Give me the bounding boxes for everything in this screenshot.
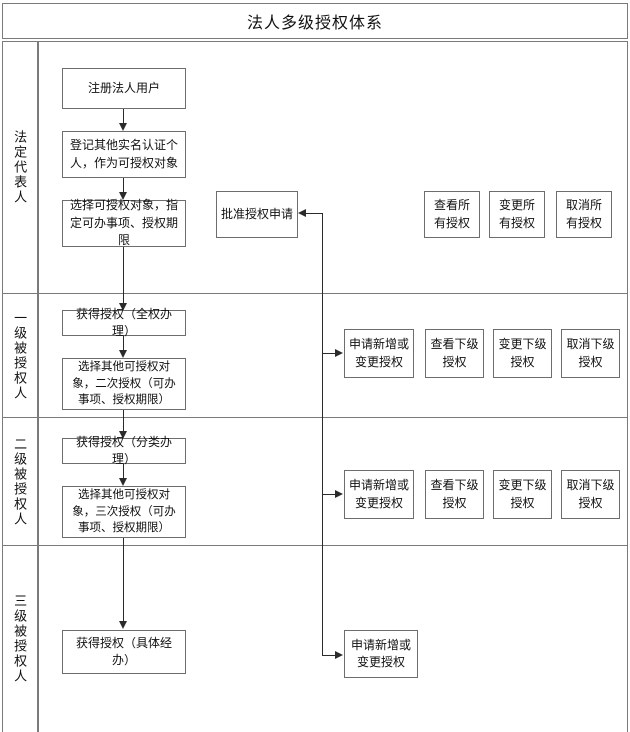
- action-label: 申请新增或变更授权: [350, 637, 411, 669]
- action-label: 变更下级授权: [498, 478, 547, 510]
- action-label: 申请新增或变更授权: [349, 478, 410, 510]
- node-label: 获得授权（分类办理）: [75, 434, 172, 466]
- connector-arrow-r2-1: [119, 350, 127, 358]
- column-divider-row3: [37, 417, 39, 546]
- action-cancel-sub-authorizations-row2[interactable]: 取消下级授权: [561, 329, 620, 378]
- connector-arrow-row3: [335, 490, 343, 498]
- node-register-verified-individual[interactable]: 登记其他实名认证个人，作为可授权对象: [62, 131, 186, 178]
- action-view-sub-authorizations-row2[interactable]: 查看下级授权: [425, 329, 484, 378]
- action-label: 取消下级授权: [566, 337, 615, 369]
- action-cancel-all-authorizations[interactable]: 取消所有授权: [556, 191, 612, 238]
- node-granted-full-authority[interactable]: 获得授权（全权办理）: [62, 307, 186, 338]
- connector-line-r2-to-r3: [123, 410, 125, 434]
- column-divider-row2: [37, 293, 39, 418]
- connector-branch-row2: [322, 353, 336, 355]
- node-label: 注册法人用户: [87, 80, 160, 95]
- node-second-level-delegation[interactable]: 选择其他可授权对象，二次授权（可办事项、授权期限）: [62, 358, 186, 410]
- role-label-text: 三级被授权人: [12, 594, 28, 684]
- action-apply-new-or-modify-authorization-row2[interactable]: 申请新增或变更授权: [344, 329, 414, 378]
- role-label-level-3: 三级被授权人: [2, 545, 37, 732]
- connector-arrow-r3-1: [119, 478, 127, 486]
- connector-arrow-to-approve: [298, 209, 306, 217]
- node-label: 获得授权（具体经办）: [75, 635, 172, 667]
- connector-arrow-r1-1: [119, 123, 127, 131]
- action-modify-sub-authorizations-row2[interactable]: 变更下级授权: [493, 329, 552, 378]
- node-third-level-delegation[interactable]: 选择其他可授权对象，三次授权（可办事项、授权期限）: [62, 486, 186, 538]
- role-label-legal-representative: 法定代表人: [2, 41, 37, 294]
- column-divider-row1: [37, 41, 39, 294]
- connector-branch-row4: [322, 655, 336, 657]
- node-approve-authorization-request[interactable]: 批准授权申请: [216, 191, 298, 238]
- action-modify-all-authorizations[interactable]: 变更所有授权: [489, 191, 545, 238]
- connector-arrow-r1-to-r2: [119, 303, 127, 311]
- role-label-text: 法定代表人: [12, 130, 28, 205]
- connector-spine-top-horizontal: [306, 213, 323, 215]
- node-label: 选择其他可授权对象，三次授权（可办事项、授权期限）: [72, 489, 176, 535]
- connector-branch-row3: [322, 494, 336, 496]
- action-label: 取消所有授权: [565, 198, 602, 230]
- action-cancel-sub-authorizations-row3[interactable]: 取消下级授权: [561, 470, 620, 519]
- connector-line-r1-2: [123, 178, 125, 195]
- action-apply-new-or-modify-authorization-row4[interactable]: 申请新增或变更授权: [344, 630, 418, 678]
- column-divider-row4: [37, 545, 39, 732]
- page-title: 法人多级授权体系: [246, 15, 383, 32]
- chart-title-cell: 法人多级授权体系: [2, 3, 628, 39]
- connector-line-r1-1: [123, 109, 125, 126]
- connector-arrow-r2-to-r3: [119, 431, 127, 439]
- node-granted-category-authority[interactable]: 获得授权（分类办理）: [62, 435, 186, 466]
- action-label: 取消下级授权: [566, 478, 615, 510]
- row-level-3: [2, 545, 628, 732]
- node-select-grantee-scope[interactable]: 选择可授权对象，指定可办事项、授权期限: [62, 198, 186, 248]
- node-label: 登记其他实名认证个人，作为可授权对象: [69, 138, 178, 170]
- action-label: 申请新增或变更授权: [349, 337, 410, 369]
- action-label: 变更下级授权: [498, 337, 547, 369]
- node-register-legal-user[interactable]: 注册法人用户: [62, 68, 186, 109]
- action-apply-new-or-modify-authorization-row3[interactable]: 申请新增或变更授权: [344, 470, 414, 519]
- action-label: 变更所有授权: [498, 198, 535, 230]
- connector-arrow-row2: [335, 349, 343, 357]
- action-modify-sub-authorizations-row3[interactable]: 变更下级授权: [493, 470, 552, 519]
- node-label: 批准授权申请: [221, 206, 294, 221]
- action-view-all-authorizations[interactable]: 查看所有授权: [424, 191, 480, 238]
- node-label: 选择可授权对象，指定可办事项、授权期限: [69, 198, 178, 248]
- connector-spine-vertical: [322, 213, 324, 656]
- connector-line-r3-1: [123, 464, 125, 481]
- node-label: 选择其他可授权对象，二次授权（可办事项、授权期限）: [72, 361, 176, 407]
- connector-line-r2-1: [123, 336, 125, 353]
- role-label-level-2: 二级被授权人: [2, 417, 37, 546]
- connector-arrow-r3-to-r4: [119, 621, 127, 629]
- role-label-level-1: 一级被授权人: [2, 293, 37, 418]
- connector-line-r3-to-r4: [123, 538, 125, 624]
- role-label-text: 二级被授权人: [12, 436, 28, 527]
- action-view-sub-authorizations-row3[interactable]: 查看下级授权: [425, 470, 484, 519]
- connector-arrow-row4: [335, 651, 343, 659]
- connector-arrow-r1-2: [119, 192, 127, 200]
- role-label-text: 一级被授权人: [12, 310, 28, 401]
- action-label: 查看所有授权: [433, 198, 470, 230]
- node-label: 获得授权（全权办理）: [75, 306, 172, 338]
- node-granted-specific-handling[interactable]: 获得授权（具体经办）: [62, 630, 186, 674]
- connector-line-r1-to-r2: [123, 247, 125, 306]
- action-label: 查看下级授权: [430, 337, 479, 369]
- action-label: 查看下级授权: [430, 478, 479, 510]
